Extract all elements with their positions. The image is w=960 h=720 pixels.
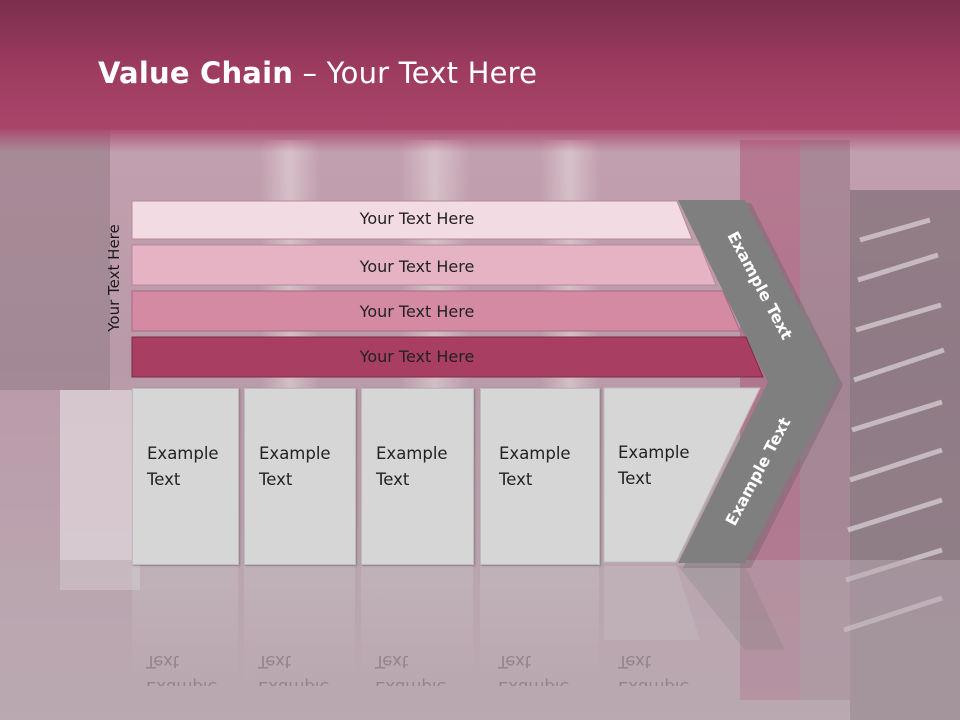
- box-1-line2: Text: [147, 470, 181, 489]
- box-5-reflection: Example Text: [604, 566, 704, 686]
- box-5-line1: Example: [618, 443, 690, 462]
- box-4-reflection: Example Text: [480, 566, 599, 686]
- chevron-arrow: [678, 200, 838, 563]
- box-5-reflection-line2: Text: [618, 652, 652, 671]
- box-3-reflection-line2: Text: [375, 652, 409, 671]
- box-2-line2: Text: [259, 470, 293, 489]
- title-rest: – Your Text Here: [293, 56, 538, 90]
- box-4-line1: Example: [499, 444, 571, 463]
- box-4-line2: Text: [499, 470, 533, 489]
- box-2-reflection: Example Text: [244, 566, 355, 686]
- box-2-reflection-line1: Example: [258, 674, 330, 686]
- row-2-label: Your Text Here: [359, 257, 475, 276]
- box-5: Example Text: [604, 388, 754, 563]
- box-5-reflection-line1: Example: [618, 674, 690, 686]
- title-bold: Value Chain: [98, 56, 294, 90]
- row-1: [131, 200, 693, 240]
- box-5-shape: [603, 387, 761, 563]
- row-2: [131, 244, 717, 286]
- box-4-reflection-line2: Text: [498, 652, 532, 671]
- box-2-line1: Example: [259, 444, 331, 463]
- box-3-line2: Text: [376, 470, 410, 489]
- row-3: [131, 290, 741, 332]
- row-4: [131, 336, 764, 378]
- row-3-label: Your Text Here: [359, 302, 475, 321]
- box-2-reflection-line2: Text: [258, 652, 292, 671]
- title-bar: [0, 0, 960, 152]
- box-1-line1: Example: [147, 444, 219, 463]
- box-1-reflection: Example Text: [132, 566, 238, 686]
- box-3-reflection-line1: Example: [375, 674, 447, 686]
- slide-title: Value Chain – Your Text Here: [98, 56, 537, 90]
- box-1-reflection-line2: Text: [146, 652, 180, 671]
- box-1-reflection-line1: Example: [146, 674, 218, 686]
- row-1-label: Your Text Here: [359, 209, 475, 228]
- box-3-reflection: Example Text: [361, 566, 473, 686]
- row-4-label: Your Text Here: [359, 347, 475, 366]
- box-5-line2: Text: [618, 469, 652, 488]
- box-3-line1: Example: [376, 444, 448, 463]
- box-4-reflection-line1: Example: [498, 674, 570, 686]
